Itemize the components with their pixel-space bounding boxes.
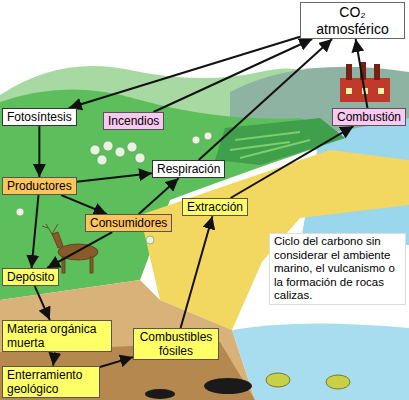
tree [90,145,100,155]
process-box: Productores [2,177,77,195]
deer [90,257,93,273]
node-label: Consumidores [90,216,167,230]
flow-arrow [199,39,332,160]
node-label: Respiración [157,162,220,176]
fossil-fuel-deposit [145,389,175,399]
flow-arrow [139,178,179,214]
process-box: Fotosíntesis [2,108,77,126]
note-box: Ciclo del carbono sin considerar el ambi… [269,233,406,305]
process-box: Extracción [182,198,248,216]
field-rows [230,132,310,158]
flow-arrow [181,216,213,328]
flow-arrow [153,39,312,112]
tree [146,236,154,244]
process-box: Materia orgánica muerta [2,320,112,352]
flow-arrow [53,352,55,365]
deer [52,232,63,248]
flow-arrow [356,39,368,108]
soil [0,280,255,400]
node-label: Extracción [187,200,243,214]
process-box: Consumidores [85,214,172,232]
deer-antlers [42,224,58,234]
flow-arrow [69,37,300,108]
flow-arrow [61,195,106,214]
node-label: Depósito [7,270,54,284]
tree [192,136,200,144]
node-label: Fotosíntesis [7,110,72,124]
chimney [346,64,352,80]
node-label: Ciclo del carbono sin considerar el ambi… [274,235,401,303]
node-label: Incendios [108,114,159,128]
tree [127,142,137,152]
tree [204,132,212,140]
node-label: CO₂ atmosférico [305,4,400,37]
tree [16,208,24,216]
shell [266,373,290,387]
flow-arrow [231,126,354,198]
process-box: Incendios [103,112,164,130]
flow-arrow [77,173,152,182]
node-label: Combustibles fósiles [138,330,214,358]
tree [135,153,145,163]
flow-arrow [32,195,39,268]
factory-window [378,88,384,94]
node-label: Enterramiento geológico [7,368,95,396]
beach [140,150,409,330]
flow-arrow [38,126,40,177]
process-box: Respiración [152,160,225,178]
sea [232,323,409,400]
factory [340,78,390,102]
node-label: Combustión [337,110,401,124]
process-box: Combustión [332,108,406,126]
flow-arrow [35,286,50,320]
flow-arrow [47,232,112,268]
process-box: Enterramiento geológico [2,366,100,398]
fossil-fuel-deposit [204,378,252,394]
flow-arrow [100,357,133,367]
deer [62,257,65,273]
tree [97,155,107,165]
process-box: CO₂ atmosférico [300,2,405,39]
process-box: Combustibles fósiles [133,328,219,360]
chimney [374,64,380,80]
shell [326,375,350,389]
tree [103,141,113,151]
node-label: Productores [7,179,72,193]
process-box: Depósito [2,268,59,286]
factory-window [346,88,352,94]
factory-window [362,88,368,94]
tree [115,147,125,157]
node-label: Materia orgánica muerta [7,322,107,350]
chimney [360,62,366,80]
